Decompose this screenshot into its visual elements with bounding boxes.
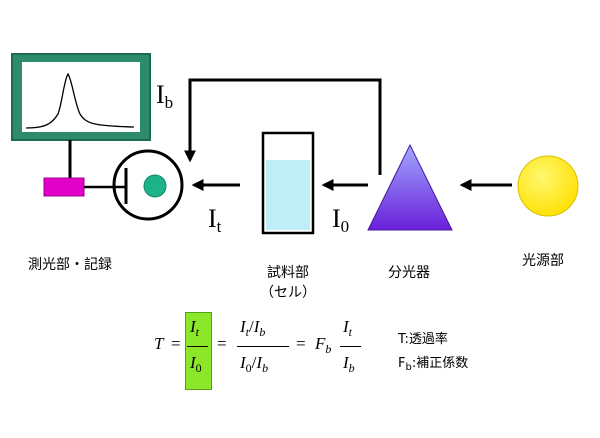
- recorder-box: [43, 177, 85, 197]
- spectrum-peak-curve: [25, 72, 135, 129]
- formula-frac1-num: It: [190, 317, 200, 339]
- detector-dot: [143, 174, 167, 198]
- note-correction-factor: Fb:補正係数: [398, 356, 469, 373]
- label-sample: 試料部: [267, 265, 309, 281]
- monitor-screen: [22, 62, 140, 132]
- formula-equals-1: =: [171, 334, 181, 353]
- symbol-ib: Ib: [156, 80, 174, 112]
- symbol-i0: I0: [332, 204, 350, 236]
- monitor: [11, 53, 151, 141]
- sample-cell: [261, 131, 315, 235]
- formula-frac3-line: [340, 346, 361, 348]
- formula-highlight-box: [185, 312, 212, 390]
- detector: [112, 149, 184, 221]
- note-transmittance: T:透過率: [398, 332, 448, 347]
- prism: [367, 143, 453, 231]
- formula-frac2-line: [237, 346, 289, 348]
- symbol-it: It: [208, 204, 222, 236]
- label-spectrometer: 分光器: [388, 265, 430, 281]
- cell-liquid: [266, 160, 310, 230]
- formula-frac2-num: It/Ib: [240, 317, 266, 339]
- formula-frac3-num: It: [343, 317, 353, 339]
- formula-frac3-den: Ib: [343, 353, 355, 375]
- formula-frac1-den: I0: [190, 353, 202, 375]
- formula-t: T: [154, 334, 164, 353]
- formula-fb: Fb: [315, 334, 332, 356]
- light-source: [517, 155, 579, 217]
- label-light-source: 光源部: [522, 253, 564, 269]
- formula-equals-2: =: [217, 334, 227, 353]
- reference-beam-arrow: [184, 78, 382, 175]
- formula-frac1-line: [187, 346, 208, 348]
- formula-frac2-den: I0/Ib: [240, 353, 269, 375]
- label-detector-recorder: 測光部・記録: [28, 257, 112, 273]
- formula-equals-3: =: [296, 334, 306, 353]
- label-sample-cell: （セル）: [260, 285, 316, 301]
